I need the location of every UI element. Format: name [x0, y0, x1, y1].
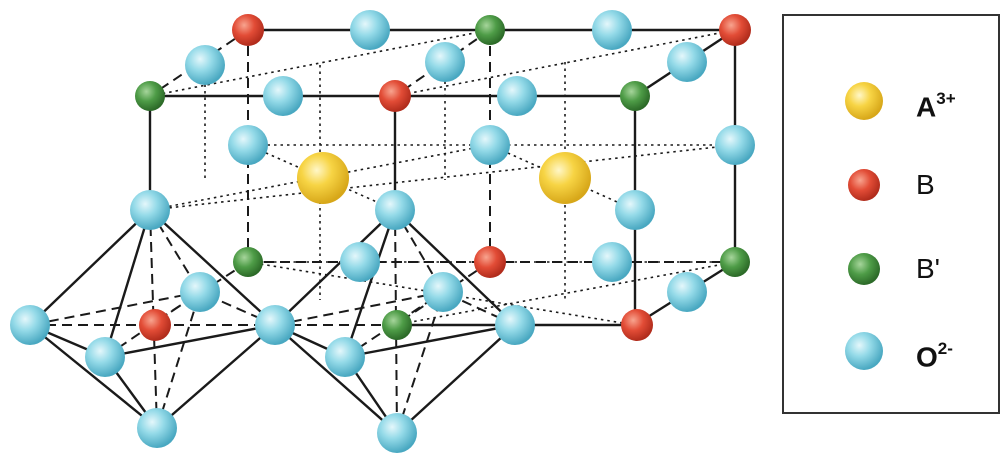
atom-oxygen-anion [423, 272, 463, 312]
bond-line [396, 324, 516, 434]
legend-item-b-cation: B [784, 160, 998, 210]
atom-oxygen-anion [180, 272, 220, 312]
atom-oxygen-anion [263, 76, 303, 116]
atom-oxygen-anion [375, 190, 415, 230]
atom-b-prime-cation [720, 247, 750, 277]
bond-line [274, 324, 398, 434]
bond-line [103, 209, 152, 358]
legend-item-a-cation: A3+ [784, 76, 998, 126]
legend-item-b-prime-cation: B' [784, 244, 998, 294]
atom-oxygen-anion [495, 305, 535, 345]
atom-oxygen-anion [497, 76, 537, 116]
legend-box: A3+ B B' O2- [782, 14, 1000, 414]
bond-line [149, 209, 158, 429]
bond-line [29, 324, 158, 429]
legend-swatch-oxygen-anion [845, 332, 883, 370]
legend-label-a-cation: A3+ [916, 89, 956, 123]
atoms [10, 10, 755, 453]
atom-b-cation [719, 14, 751, 46]
atom-b-prime-cation [233, 247, 263, 277]
atom-oxygen-anion [185, 45, 225, 85]
atom-oxygen-anion [615, 190, 655, 230]
legend-item-oxygen-anion: O2- [784, 326, 998, 376]
bond-line [274, 291, 444, 326]
atom-oxygen-anion [85, 337, 125, 377]
atom-a-cation [539, 152, 591, 204]
atom-b-cation [232, 14, 264, 46]
atom-oxygen-anion [325, 337, 365, 377]
bond-line [394, 261, 736, 326]
atom-b-cation [379, 80, 411, 112]
bond-line [344, 323, 516, 359]
atom-b-prime-cation [135, 81, 165, 111]
atom-b-cation [621, 309, 653, 341]
perovskite-structure-diagram [10, 10, 755, 453]
atom-oxygen-anion [715, 125, 755, 165]
atom-oxygen-anion [470, 125, 510, 165]
atom-oxygen-anion [377, 413, 417, 453]
bond-line [274, 209, 396, 326]
atom-oxygen-anion [592, 10, 632, 50]
atom-oxygen-anion [130, 190, 170, 230]
legend-label-b-cation: B [916, 169, 935, 200]
legend-swatch-a-cation [845, 82, 883, 120]
atom-oxygen-anion [667, 42, 707, 82]
bond-line [29, 209, 151, 326]
bond-line [394, 209, 398, 434]
atom-oxygen-anion [667, 272, 707, 312]
bond-line [394, 209, 516, 326]
bond-line [149, 209, 276, 326]
bond-line [149, 144, 736, 211]
bond-line [104, 323, 276, 359]
atom-oxygen-anion [592, 242, 632, 282]
bond-line [396, 291, 444, 434]
atom-b-prime-cation [382, 310, 412, 340]
bond-line [343, 209, 397, 358]
atom-oxygen-anion [255, 305, 295, 345]
bond-line [156, 324, 276, 429]
legend-label-b-prime-cation: B' [916, 253, 941, 284]
legend-swatch-b-prime-cation [848, 253, 880, 285]
legend-label-oxygen-anion: O2- [916, 339, 953, 373]
atom-b-prime-cation [475, 15, 505, 45]
atom-a-cation [297, 152, 349, 204]
bond-line [149, 29, 249, 97]
atom-oxygen-anion [10, 305, 50, 345]
legend-swatch-b-cation [848, 169, 880, 201]
atom-b-cation [139, 309, 171, 341]
bond-line [149, 144, 491, 211]
atom-oxygen-anion [340, 242, 380, 282]
atom-oxygen-anion [350, 10, 390, 50]
bond-line [29, 291, 201, 326]
atom-b-cation [474, 246, 506, 278]
atom-b-prime-cation [620, 81, 650, 111]
bond-line [156, 291, 201, 429]
atom-oxygen-anion [137, 408, 177, 448]
atom-oxygen-anion [425, 42, 465, 82]
atom-oxygen-anion [228, 125, 268, 165]
